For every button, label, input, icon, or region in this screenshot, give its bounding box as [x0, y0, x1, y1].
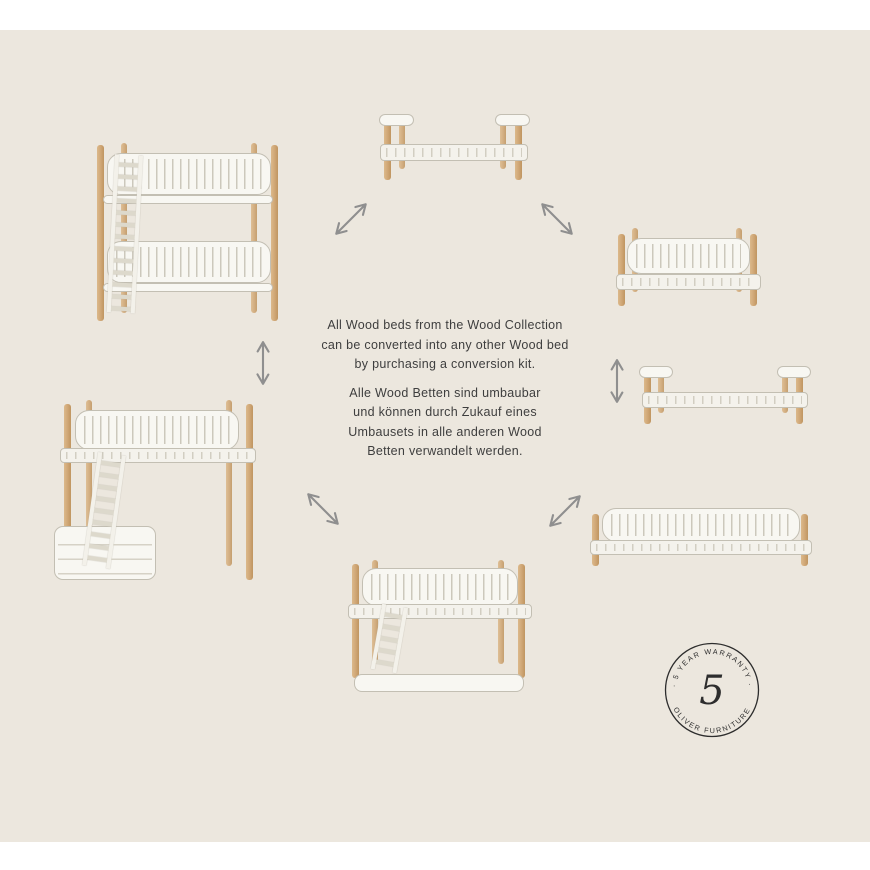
day-bed-illustration — [368, 110, 538, 184]
guard-rail — [362, 568, 518, 606]
oak-post — [246, 404, 253, 580]
intro-text-block: All Wood beds from the Wood Collection c… — [290, 316, 600, 462]
slat-base — [590, 540, 812, 555]
conversion-arrow-5 — [307, 493, 339, 525]
base-slats — [354, 608, 526, 615]
slat-base — [616, 274, 761, 290]
base-slats — [386, 148, 522, 157]
base-slats — [596, 544, 806, 551]
paragraph-gap — [290, 375, 600, 384]
double-arrow-icon — [549, 495, 581, 527]
oak-post — [500, 115, 506, 169]
footboard-rail — [495, 114, 530, 126]
single-bed-illustration — [634, 364, 814, 428]
oak-post — [352, 564, 359, 678]
oak-post — [64, 404, 71, 580]
intro-en-line: All Wood beds from the Wood Collection — [327, 318, 563, 332]
rail-slats — [116, 247, 262, 277]
conversion-arrow-4 — [610, 359, 624, 403]
double-arrow-icon — [307, 493, 339, 525]
rail-slats — [371, 574, 509, 600]
headboard-rail — [379, 114, 414, 126]
back-rail — [602, 508, 800, 542]
bed-base-bar — [103, 195, 273, 204]
oak-post — [399, 115, 405, 169]
oak-post — [86, 400, 92, 566]
intro-en-line: by purchasing a conversion kit. — [354, 357, 536, 371]
bed-rail — [627, 238, 750, 274]
bed-base-bar — [103, 283, 273, 292]
oak-post — [97, 145, 104, 321]
slat-base — [380, 144, 528, 161]
badge-circle — [664, 642, 760, 738]
conversion-arrow-3 — [256, 341, 270, 385]
base-slats — [622, 278, 755, 286]
intro-de-line: Umbausets in alle anderen Wood — [348, 424, 542, 439]
oak-post — [618, 234, 625, 306]
rail-slats — [84, 416, 230, 444]
oak-post — [226, 400, 232, 566]
base-slats — [648, 396, 802, 404]
guard-rail — [75, 410, 239, 450]
oak-post — [750, 234, 757, 306]
loft-bed-illustration — [50, 400, 268, 584]
oak-post — [251, 143, 257, 313]
badge-number: 5 — [699, 668, 724, 714]
rail-slats — [636, 244, 741, 268]
floor-base — [354, 674, 524, 692]
slat-base — [348, 604, 532, 619]
intro-de-line: Betten verwandelt werden. — [367, 444, 523, 458]
conversion-arrow-2 — [541, 203, 573, 235]
slat-base — [60, 448, 256, 463]
oak-post — [658, 367, 664, 413]
rail-slats — [611, 514, 791, 536]
sofa-bed-illustration — [586, 508, 814, 572]
double-arrow-icon — [610, 359, 624, 403]
double-arrow-icon — [335, 203, 367, 235]
conversion-arrow-1 — [335, 203, 367, 235]
base-slats — [66, 452, 250, 459]
double-arrow-icon — [541, 203, 573, 235]
bunk-bed-illustration — [85, 143, 290, 323]
footboard-rail — [777, 366, 811, 378]
double-arrow-icon — [256, 341, 270, 385]
warranty-badge: · 5 YEAR WARRANTY · OLIVER FURNITURE 5 — [664, 642, 760, 738]
intro-de-line: Alle Wood Betten sind umbaubar — [349, 385, 541, 400]
conversion-arrow-6 — [549, 495, 581, 527]
oak-post — [518, 564, 525, 678]
intro-en-line: can be converted into any other Wood bed — [321, 337, 569, 352]
oak-post — [782, 367, 788, 413]
headboard-rail — [639, 366, 673, 378]
low-loft-bed-illustration — [340, 560, 538, 698]
oak-post — [271, 145, 278, 321]
intro-de-line: und können durch Zukauf eines — [353, 405, 537, 419]
junior-bed-illustration — [610, 228, 765, 312]
slat-base — [642, 392, 808, 408]
